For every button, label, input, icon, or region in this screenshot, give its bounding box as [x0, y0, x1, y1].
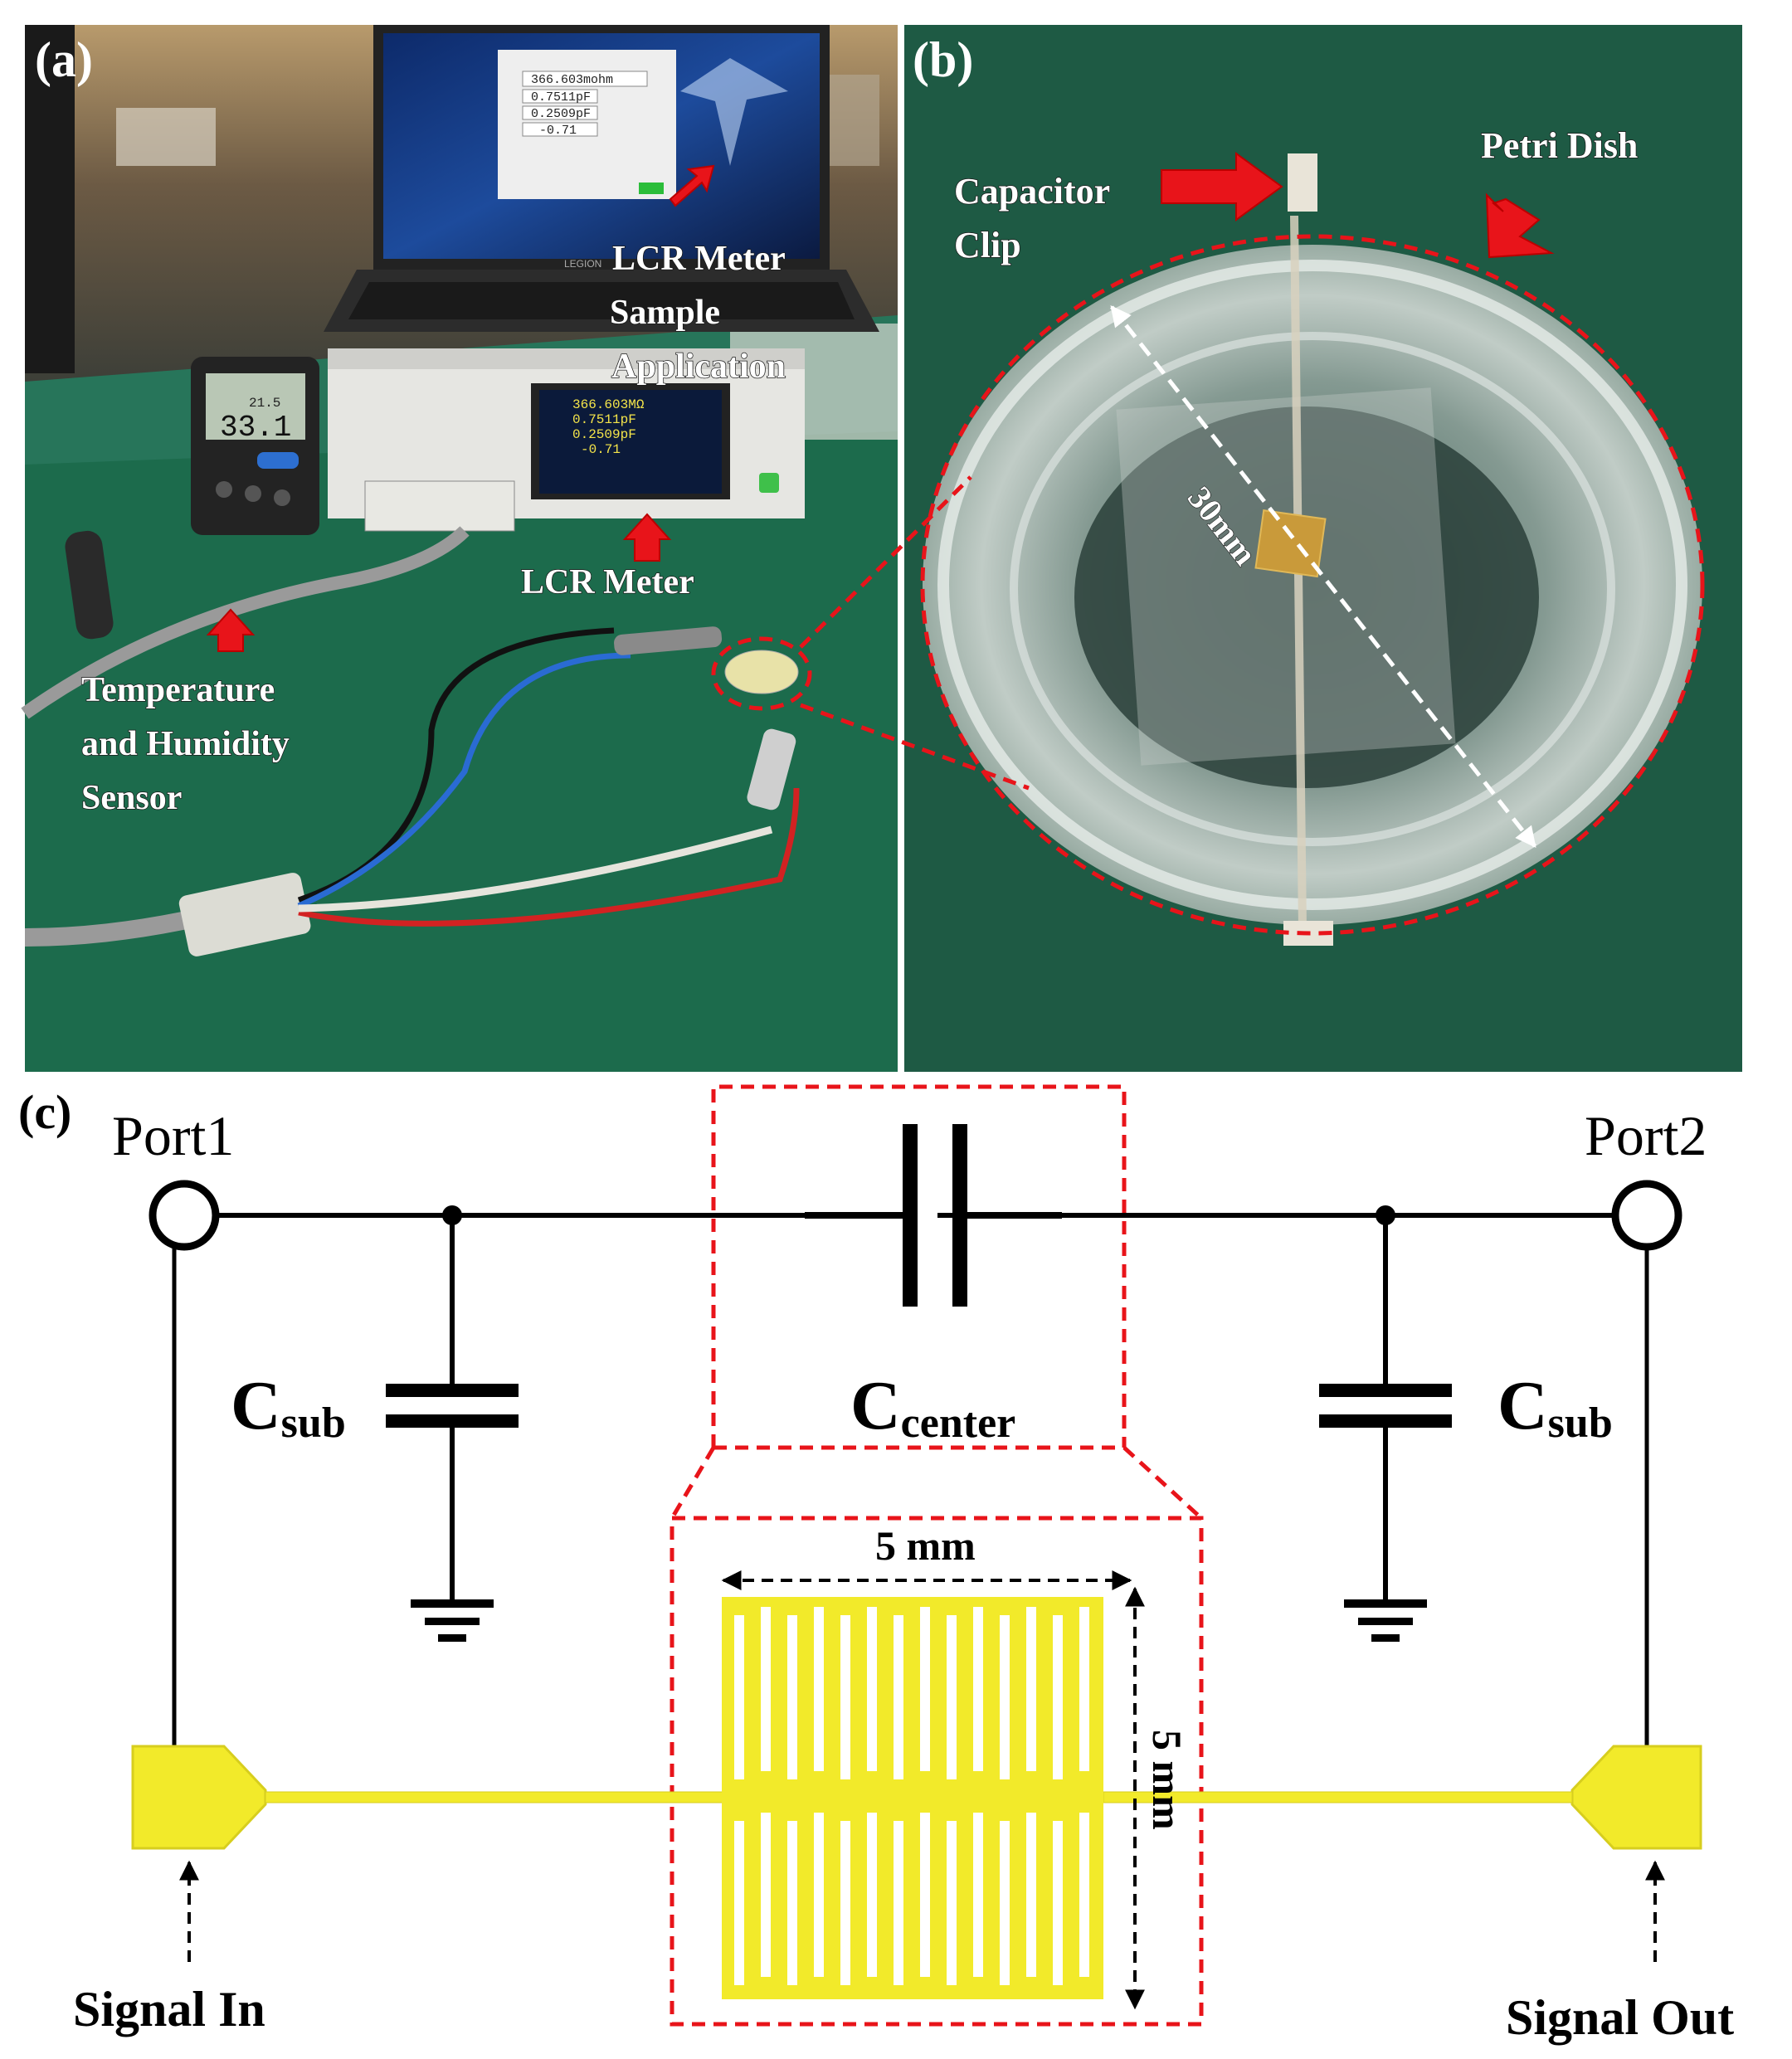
pad-right	[1570, 1745, 1702, 1850]
thermo-readout-small: 21.5	[249, 396, 280, 411]
meter-readout-4: -0.71	[581, 442, 621, 457]
arrow-app	[669, 164, 715, 207]
meter-readout-3: 0.2509pF	[572, 427, 636, 442]
center-capacitor-symbol	[805, 1124, 1062, 1307]
cable-junction	[178, 873, 311, 956]
thermo-readout-large: 33.1	[220, 411, 291, 445]
electrode-layout	[131, 1597, 1702, 1999]
arrow-capacitor-clip	[1161, 152, 1283, 221]
capacitor-clip-shape	[1288, 153, 1317, 212]
arrow-petri-dish	[1485, 192, 1555, 259]
svg-text:Ccenter: Ccenter	[850, 1367, 1015, 1447]
ground-right-1	[1344, 1599, 1427, 1608]
interdigitated-electrode	[722, 1597, 1103, 1999]
port1-label: Port1	[112, 1104, 234, 1167]
zoom-lines-a-b	[711, 475, 1030, 791]
csub-right-subscript: sub	[1548, 1399, 1613, 1447]
csub-left-subscript: sub	[281, 1399, 346, 1447]
dimension-arrow-30mm	[1110, 305, 1536, 848]
label-capacitor-line2: Clip	[954, 225, 1021, 265]
right-substrate-capacitor	[1319, 1215, 1452, 1642]
dish-highlight-circle	[920, 234, 1705, 936]
port1-terminal	[149, 1180, 220, 1251]
port2-label: Port2	[1585, 1104, 1707, 1167]
laptop-readout-1: 366.603mohm	[531, 73, 613, 87]
signal-out-label: Signal Out	[1506, 1990, 1734, 2045]
label-lcr-meter: LCR Meter	[521, 563, 694, 601]
panel-a-letter: (a)	[35, 32, 93, 87]
meter-readout-1: 366.603MΩ	[572, 397, 645, 412]
meter-readout-2: 0.7511pF	[572, 412, 636, 427]
label-capacitor-line1: Capacitor	[954, 171, 1110, 212]
panel-b-labels: Capacitor Clip Petri Dish	[953, 124, 1639, 266]
panel-b-letter: (b)	[913, 32, 973, 87]
arrow-lcr-meter	[622, 513, 672, 562]
svg-text:Csub: Csub	[231, 1367, 346, 1447]
pad-left	[131, 1745, 267, 1850]
panel-c-letter: (c)	[18, 1085, 71, 1139]
left-substrate-capacitor	[386, 1215, 519, 1642]
panel-a-labels: LCR Meter Sample Application LCR Meter T…	[80, 239, 786, 818]
label-petri-dish: Petri Dish	[1481, 125, 1638, 166]
laptop-readout-2: 0.7511pF	[531, 90, 591, 105]
csub-left-c: C	[231, 1367, 281, 1444]
laptop-brand: LEGION	[564, 258, 601, 270]
laptop-readout-3: 0.2509pF	[531, 107, 591, 121]
label-app-line1: LCR Meter	[612, 240, 786, 278]
csub-right-c: C	[1497, 1367, 1548, 1444]
thermo-hygrometer: 21.5 33.1	[191, 357, 319, 535]
test-fixture	[364, 480, 515, 532]
label-sensor-line1: Temperature	[81, 671, 275, 709]
ccenter-subscript: center	[901, 1399, 1016, 1447]
panel-a-photo: 366.603mohm 0.7511pF 0.2509pF -0.71 LEGI…	[21, 25, 898, 1072]
panel-b-arrows	[1161, 152, 1555, 259]
zoom-box-center	[670, 1084, 1204, 2027]
lcr-meter-device: 366.603MΩ 0.7511pF 0.2509pF -0.71	[328, 348, 805, 518]
height-label: 5 mm	[1144, 1730, 1191, 1830]
label-sensor-line3: Sensor	[81, 779, 182, 817]
meter-readout: 366.603MΩ 0.7511pF 0.2509pF -0.71	[572, 397, 645, 457]
label-app-line3: Application	[611, 348, 786, 386]
panel-b-photo: 30mm (b) Capacitor Clip Petri Dish	[904, 25, 1742, 1072]
capacitance-labels: Csub Ccenter Csub	[231, 1367, 1613, 1447]
laptop-readout-4: -0.71	[539, 124, 577, 138]
panel-a-arrows	[206, 164, 715, 652]
arrow-sensor	[206, 608, 256, 652]
width-label: 5 mm	[875, 1522, 976, 1569]
ccenter-c: C	[850, 1367, 901, 1444]
svg-text:Csub: Csub	[1497, 1367, 1613, 1447]
signal-in-label: Signal In	[73, 1982, 265, 2037]
probe	[65, 530, 114, 640]
panel-c-circuit: (c) Port1 Port2	[18, 1084, 1734, 2045]
ground-left-1	[411, 1599, 494, 1608]
label-app-line2: Sample	[610, 294, 720, 332]
laptop: 366.603mohm 0.7511pF 0.2509pF -0.71 LEGI…	[324, 25, 879, 332]
label-sensor-line2: and Humidity	[81, 725, 290, 763]
laptop-readout: 366.603mohm 0.7511pF 0.2509pF -0.71	[522, 71, 648, 138]
port2-terminal	[1611, 1180, 1682, 1251]
